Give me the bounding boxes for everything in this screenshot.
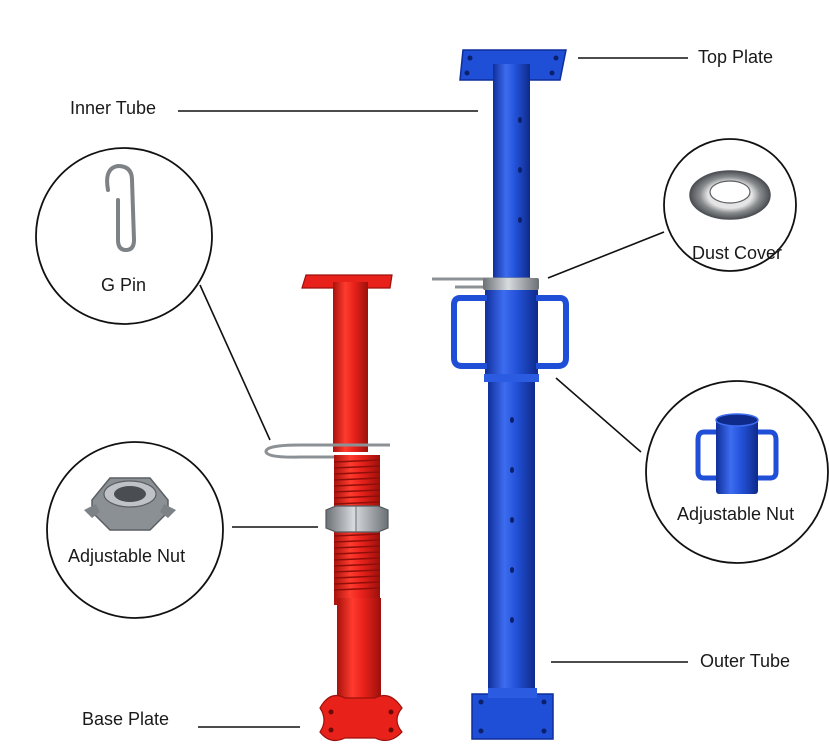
blue-outer-tube	[488, 382, 535, 700]
dust-cover-ring-icon	[690, 171, 770, 219]
label-adjustable-nut-right: Adjustable Nut	[677, 505, 794, 523]
label-outer-tube: Outer Tube	[700, 652, 790, 670]
leader-lines	[178, 58, 688, 727]
label-top-plate: Top Plate	[698, 48, 773, 66]
label-adjustable-nut-left: Adjustable Nut	[68, 547, 185, 565]
red-hex-nut	[326, 506, 388, 532]
blue-dust-cover	[483, 278, 539, 290]
red-inner-tube	[333, 282, 368, 452]
blue-prop	[432, 50, 566, 739]
red-base-plate	[320, 696, 402, 741]
leader-adjustable-nut-right	[556, 378, 641, 452]
label-g-pin: G Pin	[101, 276, 146, 294]
label-dust-cover: Dust Cover	[692, 244, 782, 262]
blue-base-plate	[472, 694, 553, 739]
leader-g-pin	[200, 285, 270, 440]
red-prop	[266, 275, 402, 740]
blue-handle-right	[536, 298, 566, 366]
blue-handle-left	[454, 298, 487, 366]
blue-inner-tube	[493, 64, 530, 284]
callout-adjustable-nut-right	[646, 381, 828, 563]
red-outer-tube	[337, 598, 381, 710]
leader-dust-cover	[548, 232, 664, 278]
label-inner-tube: Inner Tube	[70, 99, 156, 117]
callout-adjustable-nut-left	[47, 442, 223, 618]
callout-g-pin	[36, 148, 212, 324]
label-base-plate: Base Plate	[82, 710, 169, 728]
